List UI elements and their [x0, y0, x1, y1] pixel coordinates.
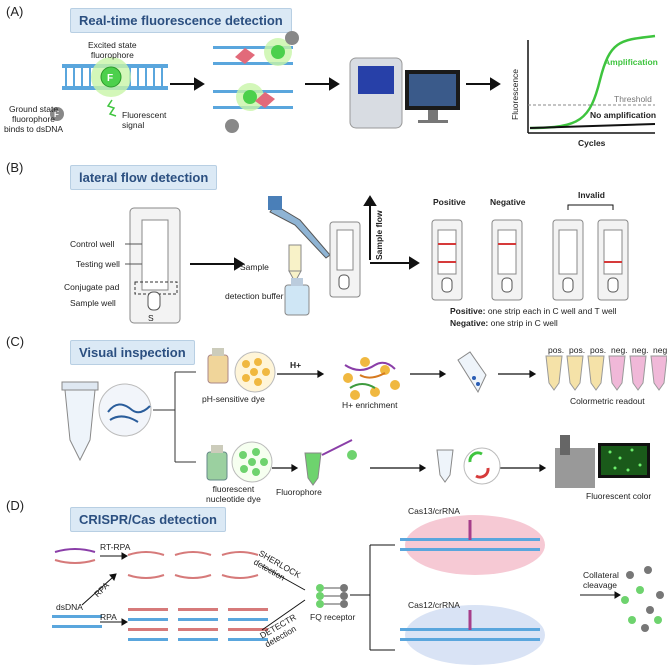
panel-a-title: Real-time fluorescence detection [70, 8, 292, 33]
ph-dye-bottle [207, 348, 276, 393]
branch-lines-c [153, 371, 196, 463]
tube-label-2: pos. [569, 345, 586, 355]
buffer-label: detection buffer [225, 291, 284, 301]
collateral-dots [621, 566, 664, 632]
control-well-label: Control well [70, 239, 115, 249]
negative-note-text: one strip in C well [490, 318, 558, 328]
conjugate-pad-label: Conjugate pad [64, 282, 120, 292]
sample-tube-c [61, 381, 152, 462]
cas13-label: Cas13/crRNA [408, 506, 460, 516]
no-amplification-label: No amplification [590, 110, 657, 120]
tube-label-6: neg. [653, 345, 667, 355]
tube-label-1: pos. [548, 345, 565, 355]
h-enrichment-illustration [343, 357, 400, 400]
fluorescent-color-label: Fluorescent color [586, 491, 652, 501]
color-tubes [545, 355, 667, 391]
result-strip-positive [431, 219, 463, 301]
result-strip-invalid-2 [597, 219, 629, 301]
ph-dye-label: pH-sensitive dye [202, 394, 265, 404]
testing-well-label: Testing well [76, 259, 120, 269]
positive-note: Positive: one strip each in C well and T… [450, 306, 616, 316]
dsdna-illustration-a: F F [50, 57, 168, 121]
amplification-label: Amplification [604, 57, 658, 67]
cas12-complex [400, 605, 545, 665]
negative-note-label: Negative: [450, 318, 489, 328]
cas13-complex [400, 515, 545, 575]
h-plus-label: H+ [290, 360, 302, 370]
microscope [555, 435, 650, 488]
positive-note-text: one strip each in C well and T well [487, 306, 617, 316]
positive-note-label: Positive: [450, 306, 486, 316]
signal-label: Fluorescent signal [122, 110, 167, 130]
sample-flow-label: Sample flow [374, 210, 384, 260]
graph-ylabel: Fluorescence [510, 68, 520, 120]
lfa-strip-main [125, 207, 181, 324]
amplification-graph [527, 34, 656, 134]
tube-label-3: pos. [590, 345, 607, 355]
tube-label-4: neg. [611, 345, 628, 355]
collateral-label: Collateral cleavage [583, 570, 619, 590]
fluor-dye-label: fluorescent nucleotide dye [206, 484, 261, 504]
invalid-label: Invalid [578, 190, 605, 200]
pipette [268, 196, 331, 259]
h-enrichment-label: H+ enrichment [342, 400, 398, 410]
panel-d-letter: (D) [6, 498, 25, 513]
replication-illustration-a [213, 31, 299, 133]
fq-receptor [316, 584, 348, 608]
lfa-strip-small [329, 221, 361, 298]
panel-d-title: CRISPR/Cas detection [70, 507, 226, 532]
panel-c-title: Visual inspection [70, 340, 195, 365]
tube-blue-c [457, 351, 487, 394]
rt-rpa-label: RT-RPA [100, 542, 131, 552]
ground-label: Ground state fluorophore binds to dsDNA [4, 104, 64, 134]
sample-label: Sample [240, 262, 269, 272]
dsdna-label: dsDNA [56, 602, 83, 612]
rt-rpa-strands [54, 548, 259, 579]
panel-c-letter: (C) [6, 334, 25, 349]
sample-tube [288, 244, 302, 284]
panel-b-title: lateral flow detection [70, 165, 218, 190]
colormetric-label: Colormetric readout [570, 396, 645, 406]
fluorophore-f-label: F [107, 73, 113, 84]
dsdna-strands-d [52, 608, 268, 641]
cas12-label: Cas12/crRNA [408, 600, 460, 610]
fq-receptor-label: FQ receptor [310, 612, 356, 622]
panel-a-letter: (A) [6, 4, 24, 19]
panel-b-letter: (B) [6, 160, 24, 175]
result-strip-negative [491, 219, 523, 301]
qpcr-machine [349, 57, 460, 129]
fluor-dye-bottle [206, 441, 273, 483]
invalid-bracket [567, 204, 614, 210]
tube-label-5: neg. [632, 345, 649, 355]
result-strip-invalid-1 [552, 219, 584, 301]
sample-well-label: Sample well [70, 298, 116, 308]
rpa-label-2: RPA [100, 612, 117, 622]
fluorophore-label: Fluorophore [276, 487, 322, 497]
fluor-tube-green [304, 439, 357, 486]
svg-text:F: F [54, 110, 59, 119]
negative-note: Negative: one strip in C well [450, 318, 558, 328]
buffer-bottle [284, 278, 310, 316]
fluor-tube-small [436, 447, 501, 485]
positive-label: Positive [433, 197, 466, 207]
strip-s-label: S [148, 313, 154, 323]
graph-xlabel: Cycles [578, 138, 606, 148]
threshold-label: Threshold [614, 94, 652, 104]
excited-label: Excited state fluorophore [88, 40, 137, 60]
negative-label: Negative [490, 197, 526, 207]
